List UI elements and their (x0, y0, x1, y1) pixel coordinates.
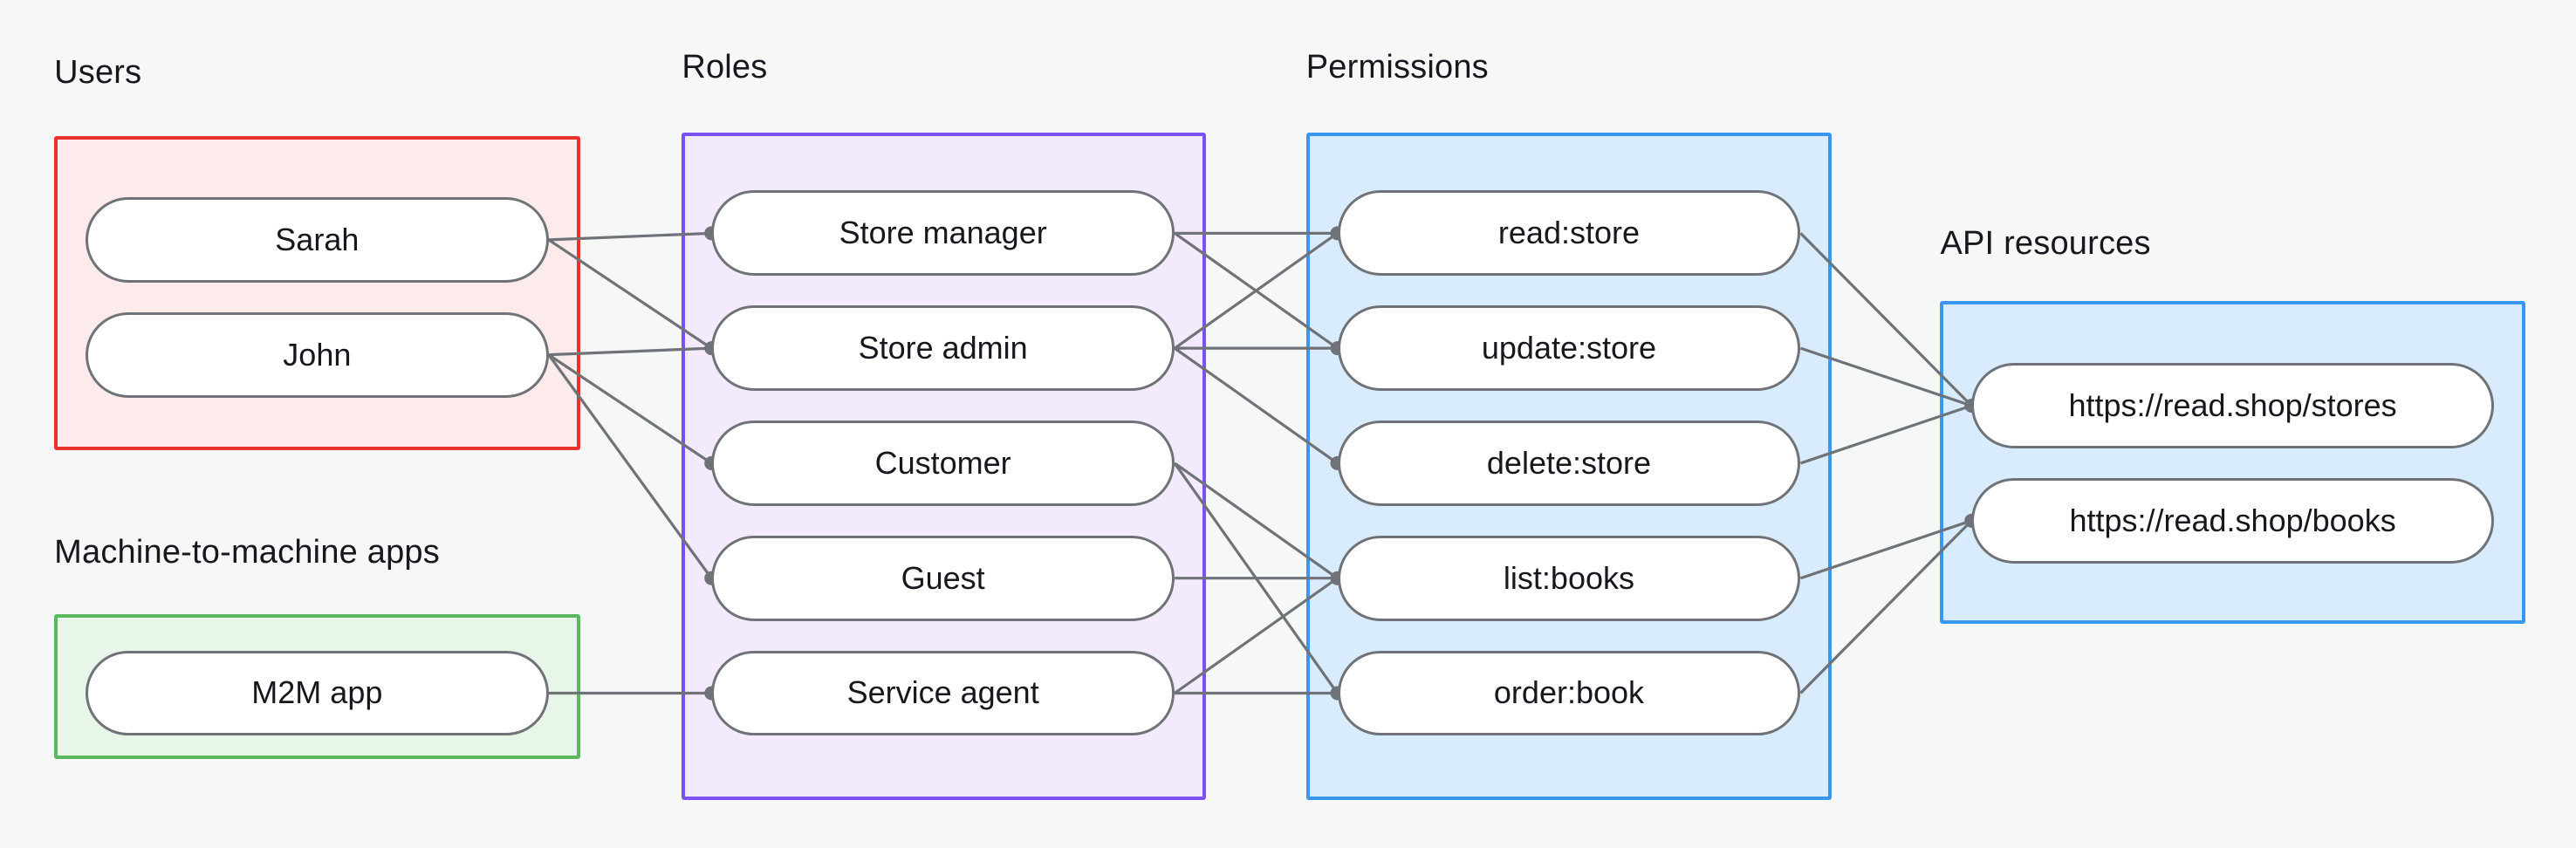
node-res-books[interactable]: https://read.shop/books (1971, 477, 2494, 564)
node-read-store[interactable]: read:store (1337, 190, 1801, 277)
node-guest[interactable]: Guest (711, 535, 1175, 621)
node-res-stores[interactable]: https://read.shop/stores (1971, 363, 2494, 448)
node-list-books[interactable]: list:books (1337, 535, 1801, 621)
node-service-agent[interactable]: Service agent (711, 650, 1175, 736)
node-sarah[interactable]: Sarah (85, 196, 549, 283)
node-order-book[interactable]: order:book (1337, 650, 1801, 736)
group-box-api-resources (1940, 300, 2525, 625)
node-store-manager[interactable]: Store manager (711, 190, 1175, 277)
group-title-permissions: Permissions (1305, 49, 1489, 86)
group-title-m2m: Machine-to-machine apps (54, 533, 440, 571)
node-john[interactable]: John (85, 311, 549, 398)
group-box-users (54, 136, 580, 450)
group-title-roles: Roles (682, 49, 768, 86)
node-delete-store[interactable]: delete:store (1337, 420, 1801, 506)
node-m2mapp[interactable]: M2M app (85, 650, 549, 736)
node-update-store[interactable]: update:store (1337, 305, 1801, 392)
group-title-users: Users (54, 54, 142, 91)
node-store-admin[interactable]: Store admin (711, 305, 1175, 392)
group-title-api-resources: API resources (1940, 224, 2151, 262)
node-customer[interactable]: Customer (711, 420, 1175, 506)
